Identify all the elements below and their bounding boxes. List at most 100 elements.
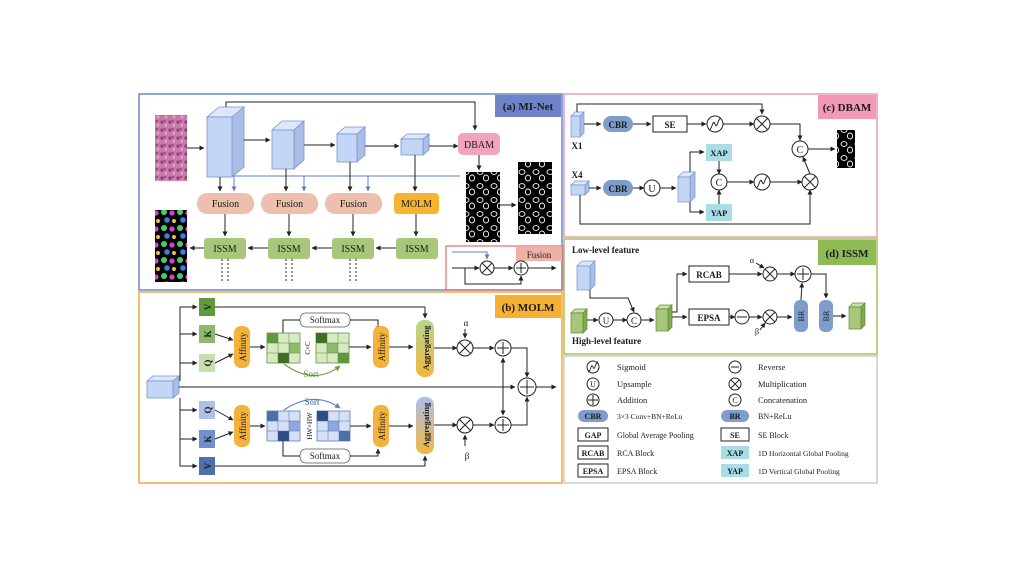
legend-upsample-text: Upsample [617, 379, 652, 389]
legend-rcab-text: RCA Block [617, 449, 654, 458]
legend-upsample-symbol: U [590, 380, 596, 389]
x4-label: X4 [572, 170, 583, 180]
issm-label-3: ISSM [341, 244, 364, 255]
fusion-inset: Fusion [445, 245, 564, 291]
hwhw-label: HW×HW [306, 412, 314, 440]
legend-sigmoid-text: Sigmoid [617, 362, 647, 372]
br-label-1: BR [797, 310, 806, 321]
x1-label: X1 [572, 141, 583, 151]
legend-concatenation-symbol: C [732, 396, 737, 405]
legend-yap-text: 1D Vertical Global Pooling [758, 467, 840, 476]
aggregating-label-lower: Aggregating [421, 402, 431, 447]
legend-panel: Sigmoid U Upsample Addition CBR 3×3 Conv… [563, 355, 878, 484]
k-block-upper [199, 325, 215, 343]
xap-block [706, 144, 732, 161]
encoder-block-4 [399, 133, 431, 156]
affinity-block-2 [373, 326, 389, 368]
xap-label: XAP [710, 148, 727, 158]
issm-output-feature [848, 306, 862, 330]
panel-issm: (d) ISSM Low-level feature High-level fe… [563, 238, 878, 355]
aggregating-block-lower [416, 397, 434, 454]
aggregating-block-upper [416, 320, 434, 377]
panel-d-border [563, 238, 878, 355]
fusion-block-2 [261, 193, 318, 214]
legend-gap-text: Global Average Pooling [617, 431, 694, 440]
affinity-block-4 [373, 405, 389, 447]
legend-multiplication-text: Multiplication [758, 379, 807, 389]
cbr-block-top [603, 116, 633, 132]
cbr-label-bottom: CBR [608, 184, 628, 194]
alpha-label-issm: α [750, 256, 755, 265]
legend-epsa-text: EPSA Block [617, 467, 657, 476]
issm-block-1 [204, 238, 246, 259]
issm-block-2 [268, 238, 310, 259]
q-block-upper [199, 354, 215, 372]
affinity-label-1: Affinity [238, 332, 248, 361]
dbam-output-mask [837, 130, 855, 168]
legend-concatenation-text: Concatenation [758, 395, 808, 405]
panel-b-title-bg [495, 295, 561, 318]
issm-block-4 [396, 238, 438, 259]
upsampled-feature [677, 176, 691, 203]
legend-addition-text: Addition [617, 395, 648, 405]
legend-xap-text: 1D Horizontal Global Pooling [758, 449, 849, 458]
dbam-block [458, 133, 500, 155]
fusion-block-1 [197, 193, 254, 214]
affinity-label-3: Affinity [238, 411, 248, 440]
panel-a-title: (a) MI-Net [503, 101, 554, 113]
segmentation-mask-2 [518, 162, 552, 234]
legend-br-key: BR [729, 412, 740, 421]
rcab-label: RCAB [696, 270, 722, 280]
hwhw-matrix-2 [316, 410, 351, 442]
v-label-upper: V [203, 303, 213, 310]
panel-a-title-bg [495, 95, 561, 117]
sort-label-upper: Sort [303, 369, 319, 379]
panel-a-border [138, 93, 563, 291]
fusion-label-2: Fusion [276, 199, 303, 210]
v-label-lower: V [203, 462, 213, 469]
legend-reverse-text: Reverse [758, 362, 786, 372]
cc-label: C×C [304, 341, 312, 355]
hwhw-matrix-1 [266, 410, 301, 442]
dbam-label: DBAM [464, 140, 494, 151]
sort-label-lower: Sort [304, 397, 320, 407]
cc-matrix-1 [266, 332, 301, 364]
issm-block-3 [332, 238, 374, 259]
affinity-label-2: Affinity [377, 332, 387, 361]
issm-label-1: ISSM [213, 244, 236, 255]
epsa-label: EPSA [697, 313, 721, 323]
molm-label: MOLM [401, 199, 432, 210]
legend-gap-key: GAP [585, 431, 602, 440]
q-label-upper: Q [203, 359, 213, 366]
legend-concatenation-icon [728, 393, 742, 407]
legend-cbr-key: CBR [585, 412, 602, 421]
br-block-2 [819, 300, 833, 332]
issm-label-4: ISSM [405, 244, 428, 255]
legend-gap-symbol [577, 427, 609, 442]
upsample-label-issm: U [603, 316, 610, 326]
v-block-upper [199, 298, 215, 316]
panel-b-border [138, 291, 563, 484]
panel-b-title: (b) MOLM [502, 302, 555, 314]
br-label-2: BR [822, 310, 831, 321]
panel-d-title-bg [818, 240, 876, 265]
encoder-block-1 [205, 106, 246, 178]
panel-c-title-bg [818, 95, 876, 119]
alpha-label: α [464, 318, 469, 328]
low-level-label: Low-level feature [572, 245, 639, 255]
legend-border [563, 355, 878, 484]
panel-c-border [563, 93, 878, 238]
legend-rcab-key: RCAB [582, 449, 605, 458]
se-label: SE [664, 120, 675, 130]
legend-rcab-symbol [577, 445, 609, 460]
beta-label-issm: β [755, 327, 759, 336]
k-block-lower [199, 430, 215, 448]
high-level-feature [570, 312, 584, 334]
high-level-label: High-level feature [572, 336, 641, 346]
x1-feature [570, 115, 581, 138]
affinity-block-1 [234, 326, 250, 368]
cc-matrix-2 [315, 332, 350, 364]
beta-label: β [465, 451, 470, 461]
upsample-label: U [648, 184, 656, 195]
